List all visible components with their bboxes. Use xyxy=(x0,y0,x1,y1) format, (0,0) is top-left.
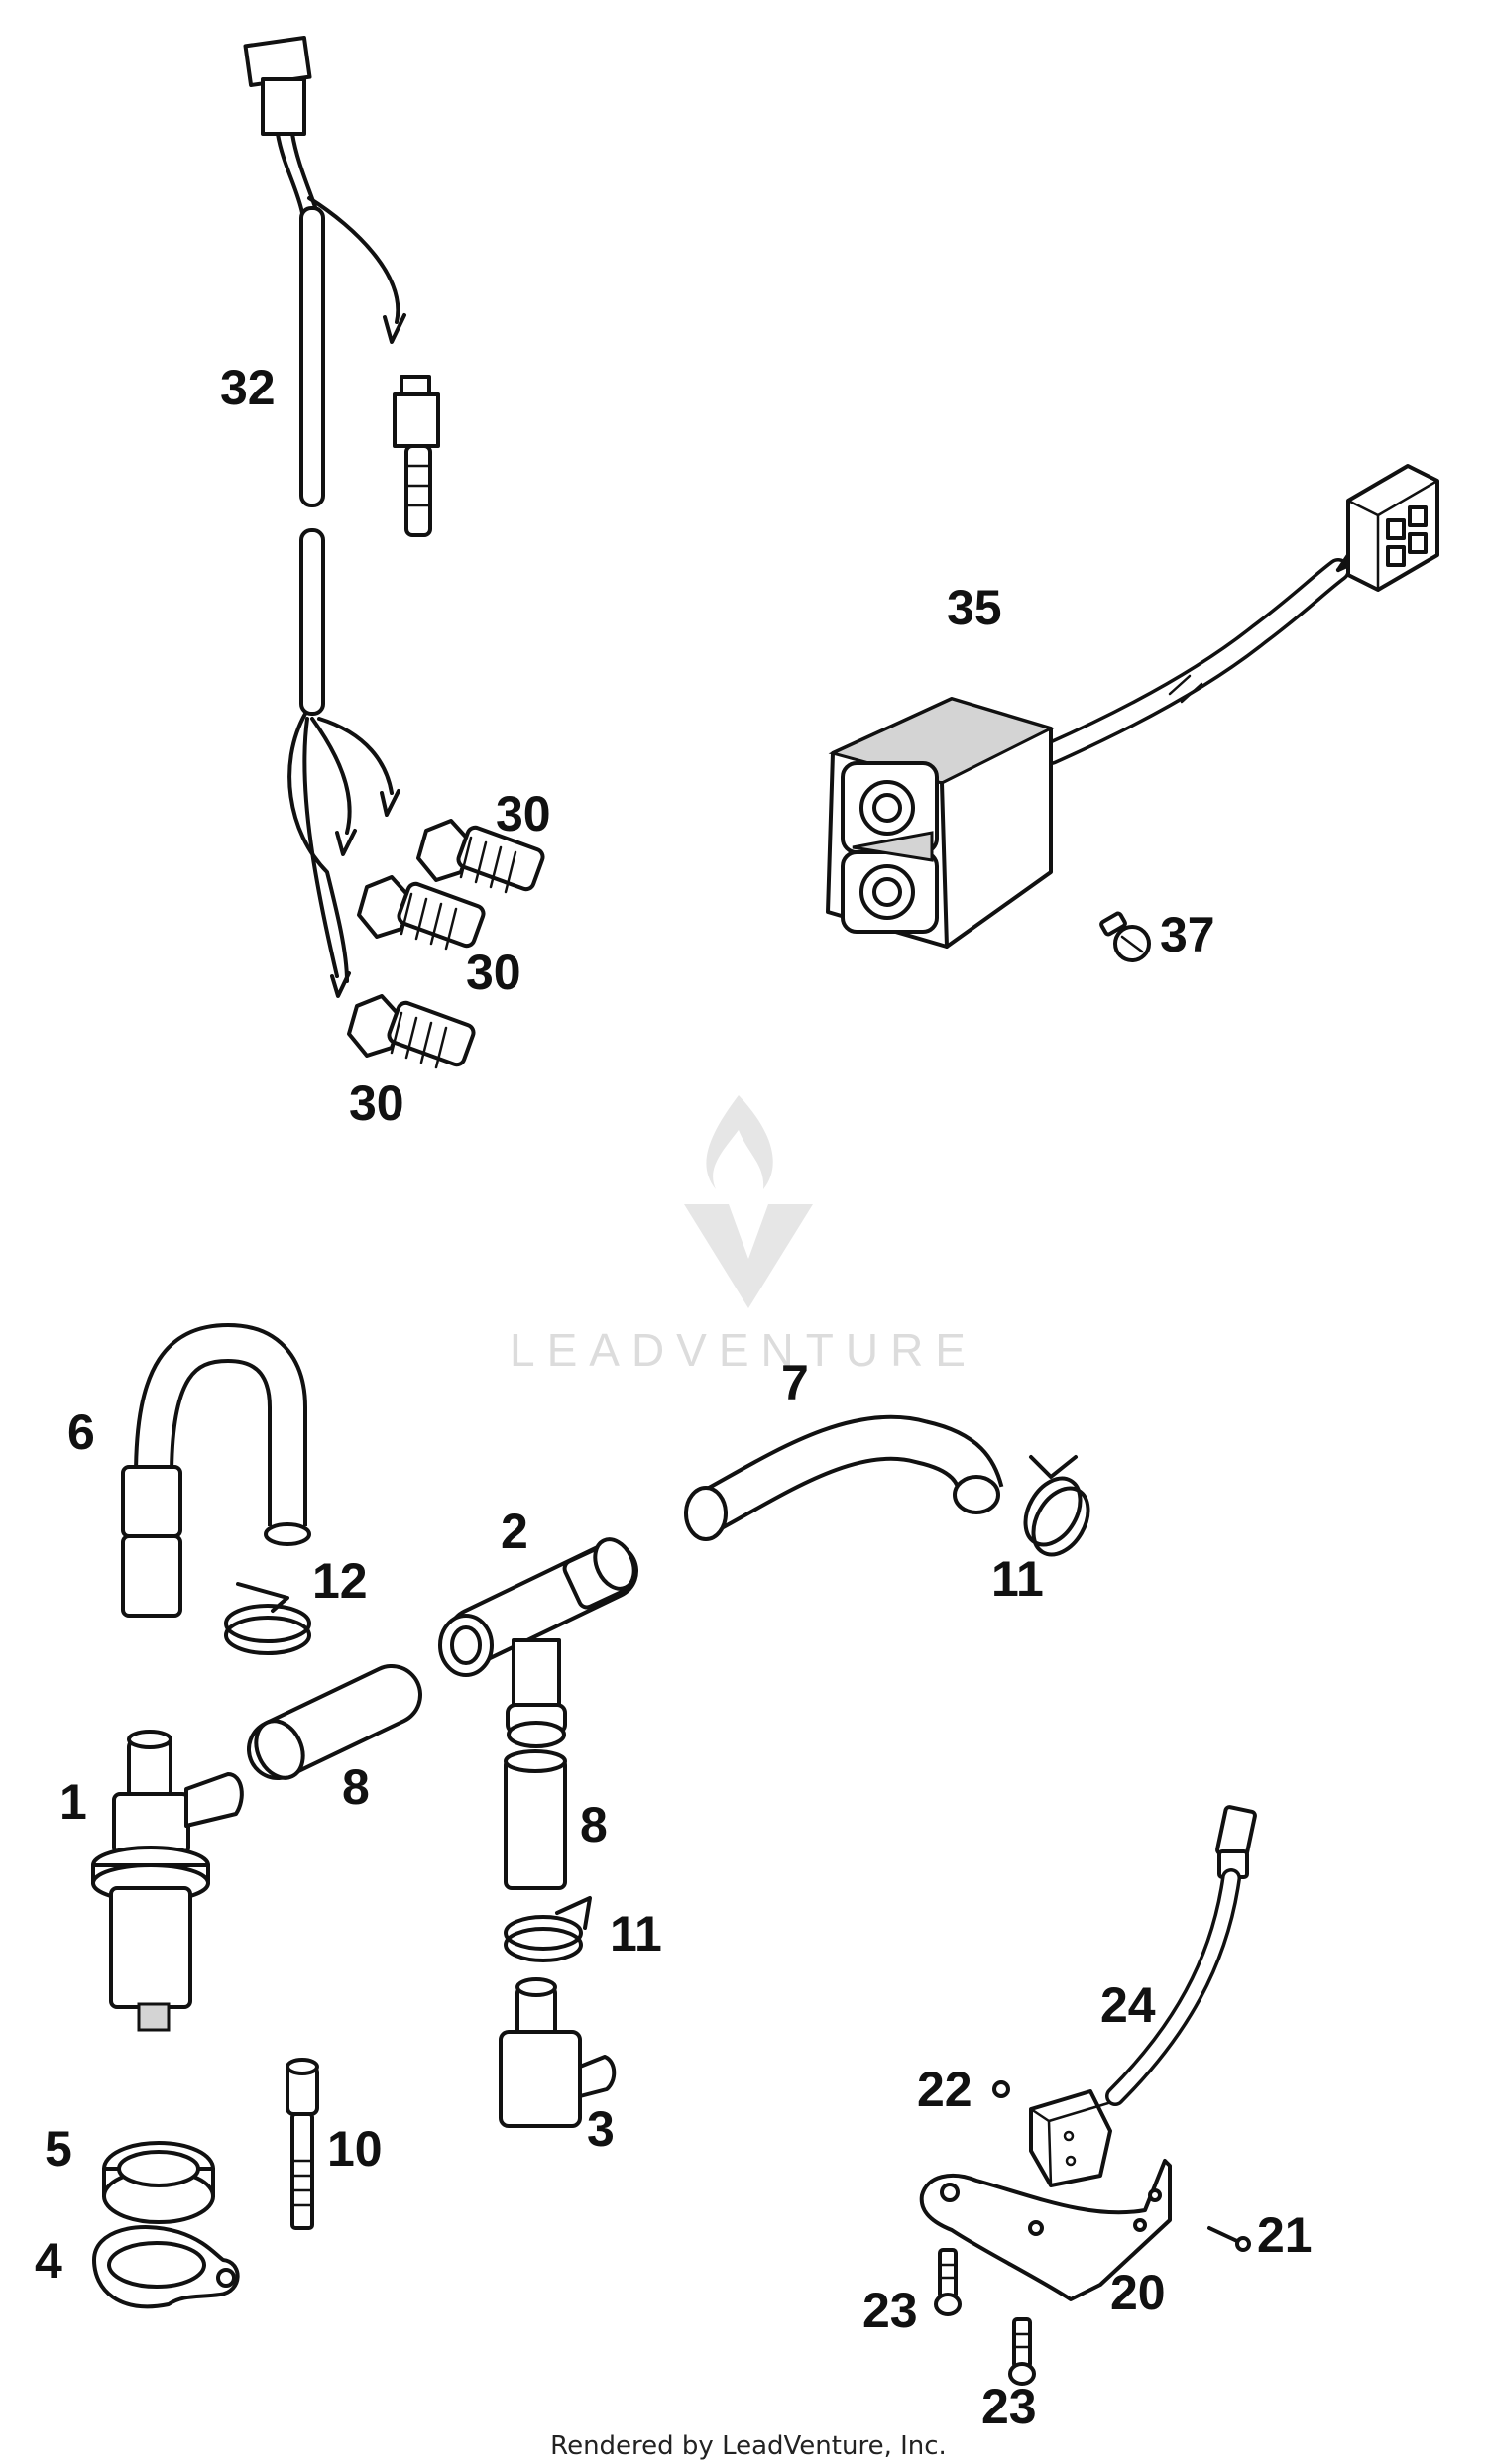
u-hose-6 xyxy=(121,1322,311,1618)
screw-23b xyxy=(1008,2317,1036,2386)
callout-22: 22 xyxy=(917,2062,972,2117)
callout-8-a: 8 xyxy=(342,1759,370,1815)
thermostat-valve-1 xyxy=(91,1730,244,2032)
temp-sender-30b xyxy=(357,875,486,951)
temp-sender-30c xyxy=(347,994,476,1069)
callout-37: 37 xyxy=(1160,907,1215,962)
elbow-fitting-3 xyxy=(499,1977,617,2128)
hose-8a xyxy=(247,1664,422,1780)
callout-11-a: 11 xyxy=(991,1551,1044,1607)
hose-clamp-12 xyxy=(224,1582,311,1655)
callout-30-b: 30 xyxy=(466,945,521,1000)
leadventure-watermark: LEADVENTURE xyxy=(510,1095,977,1376)
callout-12: 12 xyxy=(312,1553,368,1609)
callout-8-b: 8 xyxy=(580,1797,608,1852)
callout-30-c: 30 xyxy=(349,1075,404,1131)
callout-6: 6 xyxy=(67,1404,95,1460)
chevron-logo-icon xyxy=(684,1204,813,1308)
callout-30-a: 30 xyxy=(496,786,551,841)
callout-23-a: 23 xyxy=(862,2283,918,2338)
callout-7: 7 xyxy=(781,1355,809,1410)
callout-24: 24 xyxy=(1100,1977,1156,2033)
callout-21: 21 xyxy=(1257,2207,1313,2263)
callout-4: 4 xyxy=(35,2233,62,2289)
elbow-hose-7 xyxy=(684,1414,1004,1541)
sensor-harness-32 xyxy=(243,36,440,998)
bolt-10 xyxy=(286,2058,319,2230)
callout-20: 20 xyxy=(1110,2265,1166,2320)
callout-11-b: 11 xyxy=(610,1906,662,1961)
callout-32: 32 xyxy=(220,360,276,415)
callout-23-b: 23 xyxy=(981,2379,1037,2434)
temp-sender-30a xyxy=(416,819,545,894)
o-ring-5 xyxy=(102,2141,215,2224)
gasket-4 xyxy=(92,2225,240,2309)
nut-22 xyxy=(992,2080,1010,2098)
hose-clamp-11a xyxy=(1023,1455,1090,1557)
footer-credit: Rendered by LeadVenture, Inc. xyxy=(550,2431,947,2461)
screw-23a xyxy=(934,2248,962,2316)
callout-2: 2 xyxy=(501,1504,528,1559)
screw-37 xyxy=(1099,911,1151,962)
switch-harness-24 xyxy=(1029,1805,1257,2187)
t-fitting-2 xyxy=(438,1537,638,1748)
bracket-20 xyxy=(919,2159,1172,2301)
callout-35: 35 xyxy=(947,580,1002,635)
screw-21 xyxy=(1207,2226,1251,2252)
callout-1: 1 xyxy=(59,1774,87,1830)
watermark-text: LEADVENTURE xyxy=(510,1324,977,1376)
callout-3: 3 xyxy=(587,2101,615,2157)
callout-10: 10 xyxy=(327,2121,383,2177)
flame-logo-icon xyxy=(706,1095,773,1189)
hose-clamp-11b xyxy=(504,1896,592,1962)
cdi-unit-35 xyxy=(826,464,1439,949)
hose-8b xyxy=(504,1749,567,1890)
callout-5: 5 xyxy=(45,2121,72,2177)
